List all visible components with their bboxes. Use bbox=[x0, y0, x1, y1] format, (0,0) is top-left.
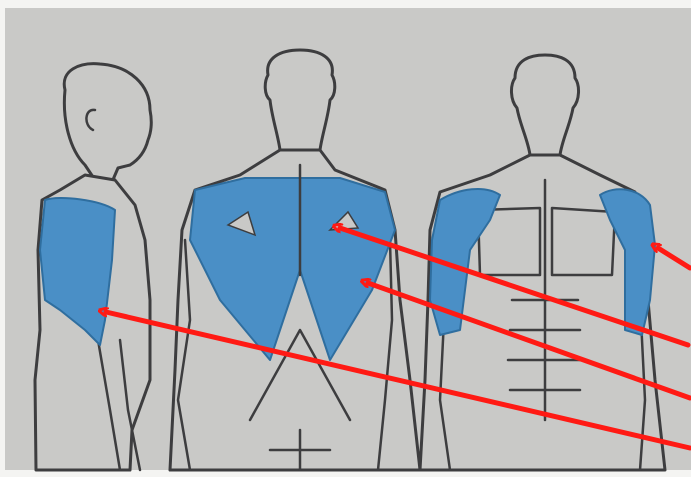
back-head bbox=[265, 50, 335, 150]
